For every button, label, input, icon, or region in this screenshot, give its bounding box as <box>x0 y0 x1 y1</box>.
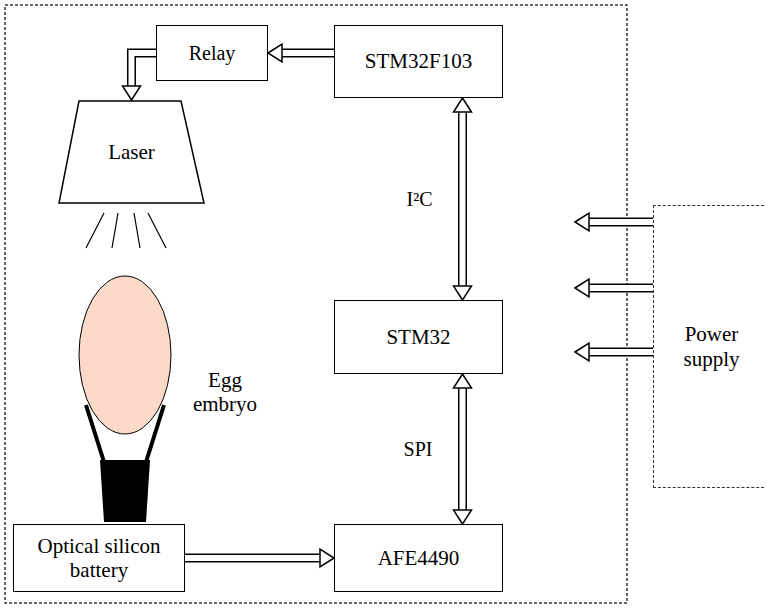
connector-arrow <box>268 44 334 62</box>
connector-core <box>185 555 321 561</box>
afe-chip-box: AFE4490 <box>334 524 503 592</box>
laser-emitter: Laser <box>58 100 205 204</box>
relay-box: Relay <box>156 25 268 81</box>
egg-embryo: Egg embryo <box>78 275 172 435</box>
system-boundary <box>5 5 627 603</box>
connector-arrow <box>454 98 472 300</box>
connector-arrow <box>185 549 334 567</box>
node-label: STM32F103 <box>365 49 472 73</box>
connector-core <box>460 111 466 287</box>
connector-outline <box>281 49 334 58</box>
bus-label: SPI <box>402 438 435 461</box>
laser-ray <box>86 213 104 248</box>
power-arrows <box>575 213 656 361</box>
connector-arrow <box>454 374 472 524</box>
arrow-head <box>123 86 141 100</box>
arrow-head <box>454 286 472 300</box>
holder-base <box>100 460 150 522</box>
power-supply-box: Power supply <box>653 205 766 488</box>
connector-core <box>132 53 157 87</box>
connector-outline <box>458 111 467 287</box>
egg-label: Egg embryo <box>188 368 262 416</box>
connector-core <box>281 50 334 56</box>
connector-outline <box>185 554 321 563</box>
arrow-head <box>268 44 282 62</box>
connector-outline <box>458 387 467 511</box>
power-arrow <box>575 279 656 297</box>
node-label: STM32 <box>386 325 450 349</box>
arrow-head <box>454 98 472 112</box>
node-label: Laser <box>108 140 155 164</box>
node-label: Relay <box>189 42 236 65</box>
connector-core <box>460 387 466 511</box>
egg-shape <box>79 276 171 434</box>
node-label: Power supply <box>676 322 748 370</box>
power-arrow <box>575 213 656 231</box>
laser-rays <box>86 213 166 248</box>
connector-outline <box>132 53 157 87</box>
arrow-head <box>454 374 472 388</box>
photocell-box: Optical silicon battery <box>13 524 185 592</box>
arrow-head <box>454 510 472 524</box>
laser-ray <box>148 213 166 248</box>
mcu-box: STM32 <box>334 300 503 374</box>
bus-label: I²C <box>405 188 435 211</box>
power-arrow <box>575 343 656 361</box>
egg-outline <box>78 275 172 435</box>
arrow-head <box>320 549 334 567</box>
laser-ray <box>112 213 118 248</box>
laser-outline <box>59 101 204 203</box>
node-label: AFE4490 <box>378 546 460 570</box>
laser-ray <box>134 213 140 248</box>
node-label: Optical silicon battery <box>24 534 174 582</box>
mcu-box: STM32F103 <box>334 25 503 98</box>
connector-arrow <box>123 53 157 100</box>
